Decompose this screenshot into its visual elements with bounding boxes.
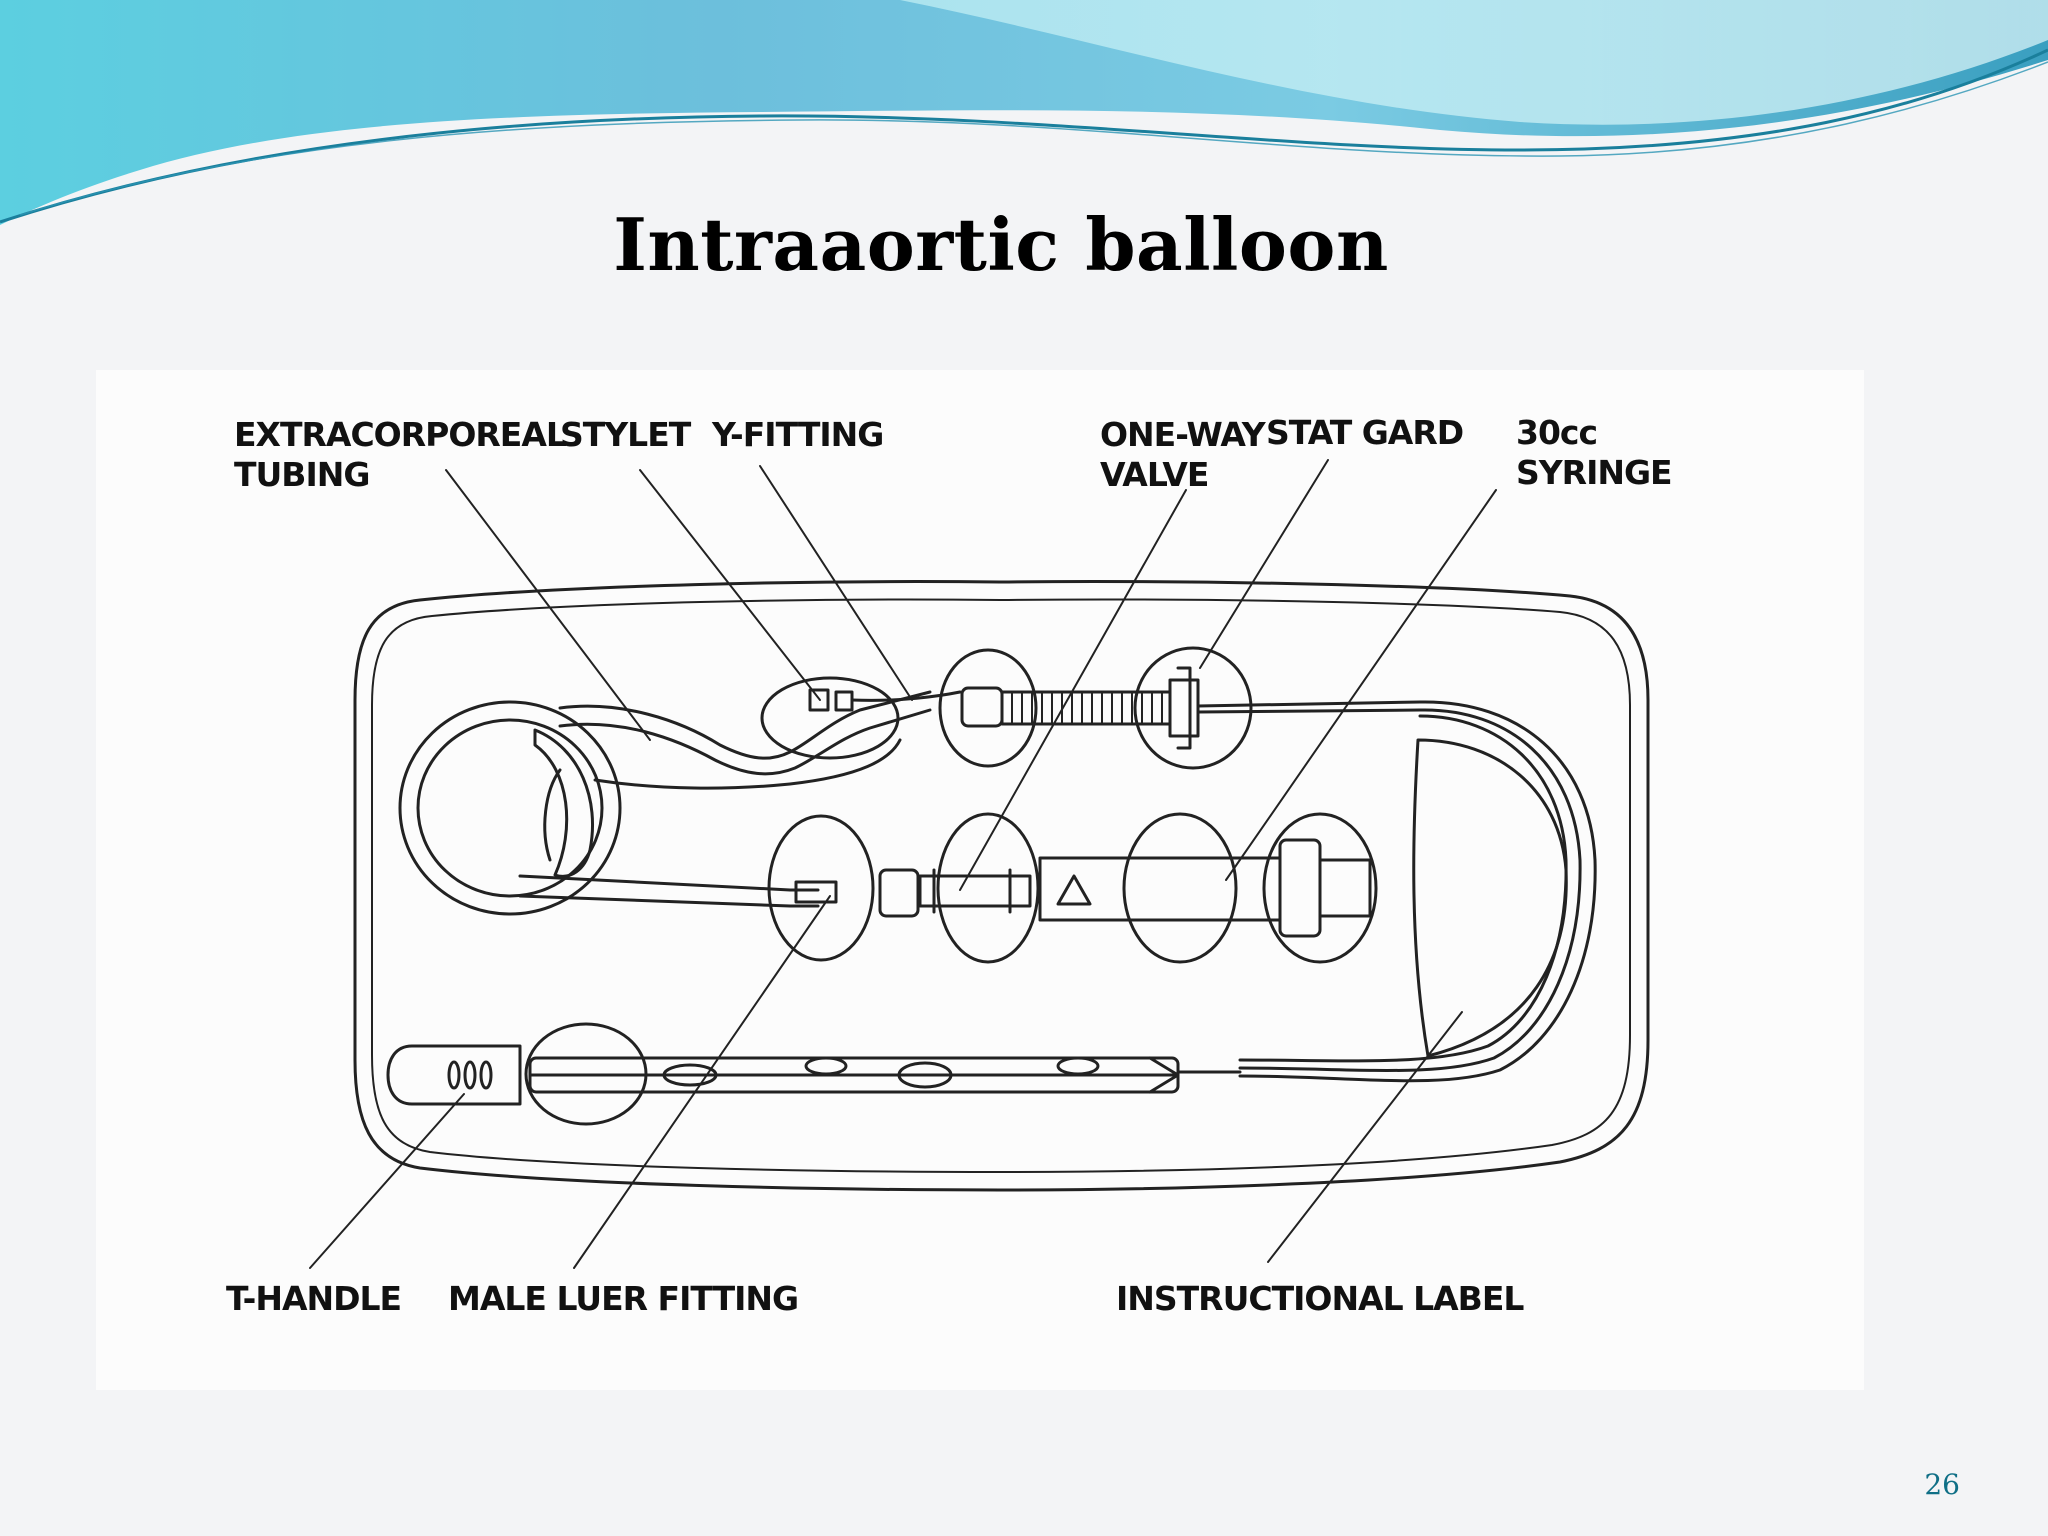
catheter-line-top-2 xyxy=(1196,708,1582,1072)
tubing-run-upper xyxy=(558,690,932,760)
balloon-taper xyxy=(1148,1056,1180,1094)
balloon-segment-4 xyxy=(1056,1056,1100,1076)
tubing-to-luer-2 xyxy=(518,894,820,908)
label-t-handle: T-HANDLE xyxy=(226,1279,401,1318)
slide-title: Intraaortic balloon xyxy=(613,202,1389,287)
t-handle-slot-1 xyxy=(447,1060,461,1090)
label-syringe-line1: 30cc xyxy=(1516,413,1597,452)
label-instructional-label: INSTRUCTIONAL LABEL xyxy=(1116,1279,1524,1318)
tubing-under xyxy=(593,738,902,790)
stylet-connector-2 xyxy=(834,690,854,712)
statgard-cap-2 xyxy=(1176,666,1192,750)
tubing-coil-clip-2 xyxy=(543,768,562,862)
well-statgard xyxy=(1133,646,1253,770)
instructional-label-card xyxy=(1412,738,1568,1058)
statgard-coil xyxy=(1000,690,1172,726)
balloon-segment-1 xyxy=(662,1063,718,1087)
valve-body xyxy=(960,686,1004,728)
leader-stat-gard xyxy=(1199,459,1329,669)
leader-one-way-valve xyxy=(959,489,1187,891)
valve-connector xyxy=(878,868,920,918)
label-y-fitting: Y-FITTING xyxy=(711,415,883,454)
label-male-luer-fitting: MALE LUER FITTING xyxy=(448,1279,798,1318)
well-syringe-1 xyxy=(1122,812,1238,964)
leader-instructional-label xyxy=(1267,1011,1463,1263)
syringe-warning xyxy=(1056,874,1092,906)
tubing-coil-inner xyxy=(416,718,604,898)
diagram-panel: EXTRACORPOREAL TUBING STYLET Y-FITTING O… xyxy=(96,370,1864,1390)
well-valve-2 xyxy=(936,812,1040,964)
label-one-way-valve-line2: VALVE xyxy=(1100,455,1208,494)
statgard-cap xyxy=(1168,678,1200,738)
label-extracorporeal-tubing-line1: EXTRACORPOREAL xyxy=(234,415,567,454)
leader-stylet xyxy=(639,469,821,701)
tray-inner xyxy=(371,598,1631,1173)
catheter-line-top xyxy=(1196,700,1597,1083)
label-syringe-line2: SYRINGE xyxy=(1516,453,1672,492)
tray-outer xyxy=(353,580,1650,1192)
iabp-package-diagram: EXTRACORPOREAL TUBING STYLET Y-FITTING O… xyxy=(226,413,1673,1318)
leader-extracorporeal xyxy=(445,469,651,741)
catheter-line-top-3 xyxy=(1238,714,1568,1063)
label-stat-gard: STAT GARD xyxy=(1266,413,1463,452)
leader-male-luer xyxy=(573,895,831,1269)
balloon-segment-2 xyxy=(804,1056,848,1076)
well-valve xyxy=(938,648,1038,768)
well-luer xyxy=(767,814,875,962)
t-handle-slot-3 xyxy=(479,1060,493,1090)
page-number: 26 xyxy=(1924,1468,1960,1501)
one-way-valve-detail xyxy=(932,868,1012,914)
syringe-plunger-cap xyxy=(1278,838,1322,938)
t-handle-slot-2 xyxy=(463,1060,477,1090)
syringe-barrel xyxy=(1038,856,1282,922)
stylet-connector xyxy=(808,688,830,712)
leader-t-handle xyxy=(309,1093,465,1269)
leader-syringe xyxy=(1225,489,1497,881)
balloon-segment-3 xyxy=(897,1061,953,1089)
syringe-plunger-flange xyxy=(1318,858,1372,918)
leader-y-fitting xyxy=(759,465,913,701)
header-wave-decoration xyxy=(0,0,2048,225)
well-yfitting xyxy=(760,676,900,760)
tubing-to-luer xyxy=(518,874,820,892)
luer-fitting xyxy=(794,880,838,904)
label-extracorporeal-tubing-line2: TUBING xyxy=(234,455,369,494)
tubing-coil-clip xyxy=(533,728,595,878)
one-way-valve-body xyxy=(918,874,1032,908)
label-stylet: STYLET xyxy=(560,415,692,454)
well-syringe-2 xyxy=(1262,812,1378,964)
y-fitting-tube xyxy=(850,690,962,702)
tubing-coil-outer xyxy=(398,700,622,916)
label-one-way-valve-line1: ONE-WAY xyxy=(1100,415,1267,454)
tubing-run-upper-2 xyxy=(558,708,932,776)
t-handle-grip xyxy=(386,1044,522,1106)
